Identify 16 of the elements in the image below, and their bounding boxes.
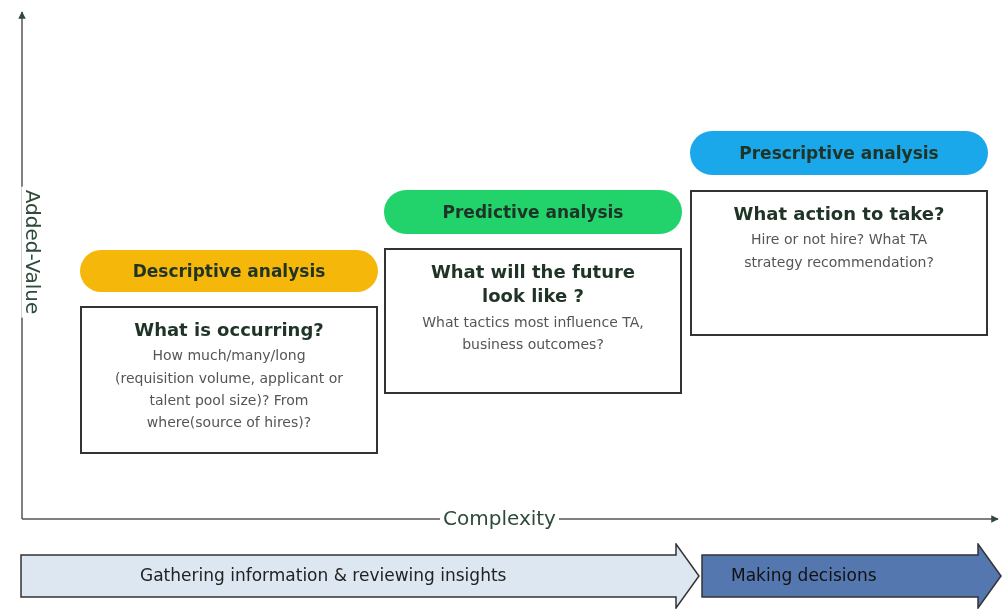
stage-pill: Descriptive analysis [80,250,378,292]
question-text: How much/many/long (requisition volume, applicant or talent pool size)? From where(source of hires)? [114,346,344,433]
question-heading: What action to take? [733,202,945,226]
process-arrow [20,543,700,609]
arrow-label: Making decisions [731,565,877,585]
question-heading: What is occurring? [134,318,324,342]
stage-pill: Prescriptive analysis [690,131,988,175]
question-text: What tactics most influence TA, business outcomes? [421,312,645,354]
stage-pill: Predictive analysis [384,190,682,234]
process-arrow [701,543,1002,609]
question-heading: What will the future look like ? [429,260,637,309]
arrow-label: Gathering information & reviewing insights [140,565,507,585]
question-text: Hire or not hire? What TA strategy recommendation? [743,230,935,272]
question-box [384,248,682,394]
question-box [80,306,378,454]
question-box [690,190,988,336]
